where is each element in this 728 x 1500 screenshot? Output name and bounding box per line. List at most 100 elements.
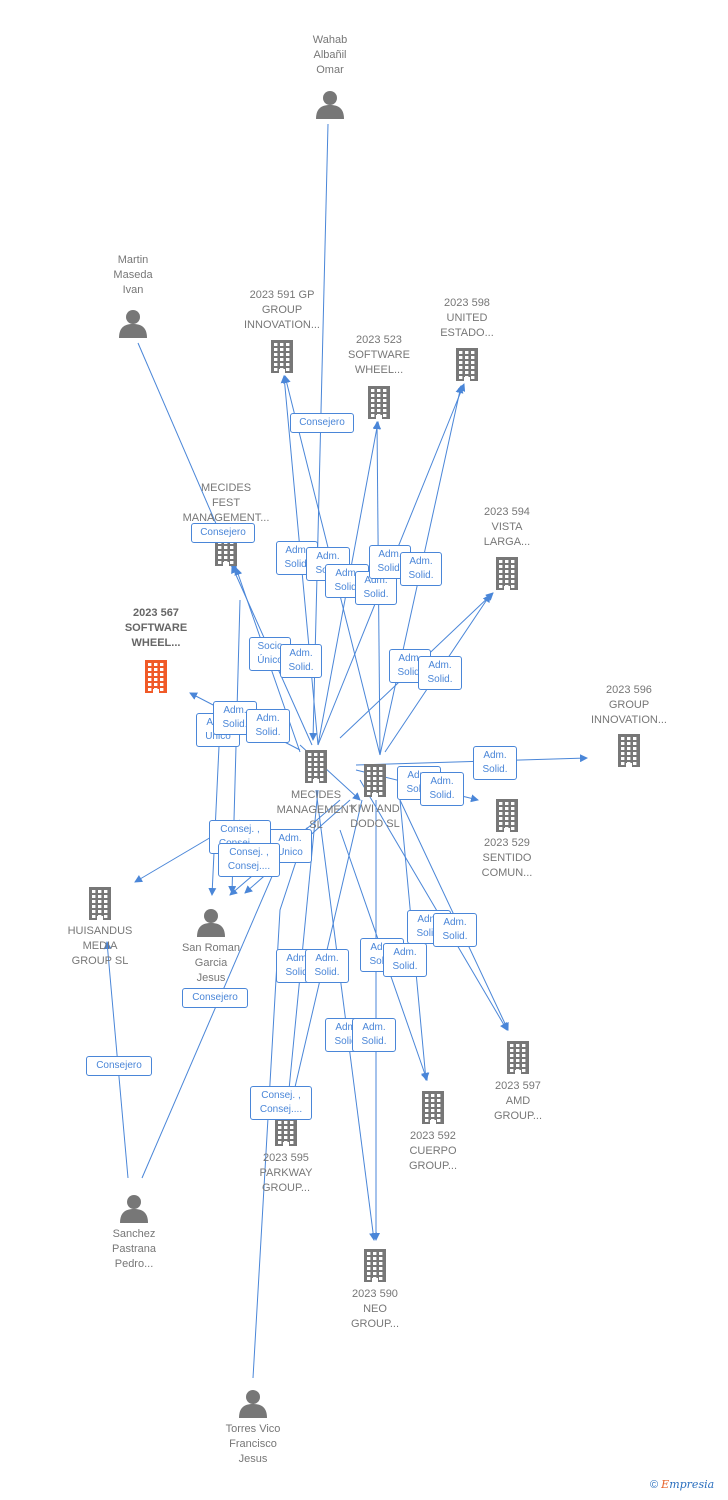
relation-label-line: Adm.: [364, 575, 388, 586]
building-icon[interactable]: [505, 1040, 531, 1079]
relation-label-line: Solid.: [397, 667, 423, 678]
building-icon[interactable]: [273, 1112, 299, 1151]
node-label-line: GROUP...: [493, 1110, 543, 1122]
relationship-edge: [284, 789, 319, 1101]
relation-label-line: Consejero: [192, 992, 238, 1003]
person-icon[interactable]: [238, 1388, 268, 1423]
relation-label-line: Solid.: [222, 719, 248, 730]
building-icon[interactable]: [616, 733, 642, 772]
building-icon[interactable]: [494, 556, 520, 595]
relation-label-line: Consej....: [259, 1104, 303, 1115]
building-icon[interactable]: [269, 339, 295, 378]
relation-label[interactable]: Consejero: [290, 413, 354, 433]
relation-label-line: Adm.: [335, 1022, 359, 1033]
building-icon[interactable]: [454, 347, 480, 386]
node-label-line: GROUP SL: [71, 955, 129, 967]
building-icon[interactable]: [303, 749, 329, 788]
relation-label-line: Adm.: [370, 942, 394, 953]
relation-label[interactable]: Adm.Solid.: [352, 1018, 396, 1052]
node-label-line: COMUN...: [481, 867, 533, 879]
person-icon[interactable]: [315, 89, 345, 124]
relation-label[interactable]: Adm.Solid.: [433, 913, 477, 947]
building-icon[interactable]: [87, 886, 113, 925]
relationship-edge: [355, 754, 588, 766]
node-label-line: Martin: [117, 254, 149, 266]
building-icon[interactable]: [143, 659, 169, 698]
building-icon[interactable]: [362, 763, 388, 802]
node-label-line: WHEEL...: [354, 364, 404, 376]
relation-label[interactable]: Adm.Solid.: [400, 552, 442, 586]
node-label-line: VISTA: [491, 521, 523, 533]
building-icon[interactable]: [362, 1248, 388, 1287]
building-icon[interactable]: [366, 385, 392, 424]
relation-label-line: Adm.: [362, 1022, 386, 1033]
node-label-line: UNITED: [446, 312, 488, 324]
node-label-line: HUISANDUS: [67, 925, 133, 937]
relation-label[interactable]: Adm.Solid.: [305, 949, 349, 983]
relation-label[interactable]: Consejero: [86, 1056, 152, 1076]
relation-label-line: Consej. ,: [261, 1090, 301, 1101]
node-label-line: PARKWAY: [259, 1167, 313, 1179]
node-label-line: Pedro...: [114, 1258, 154, 1270]
relation-label[interactable]: Adm.Solid.: [280, 644, 322, 678]
node-label-line: Jesus: [238, 1453, 268, 1465]
node-label-line: GROUP...: [408, 1160, 458, 1172]
relation-label-line: Solid.: [406, 784, 432, 795]
relation-label-line: Adm.: [316, 551, 340, 562]
building-icon[interactable]: [420, 1090, 446, 1129]
node-label-line: LARGA...: [483, 536, 531, 548]
relation-label-line: Solid.: [377, 563, 403, 574]
node-label-line: INNOVATION...: [591, 714, 667, 726]
empresia-logo[interactable]: Empresia: [661, 1478, 715, 1491]
relationship-edge: [315, 789, 378, 1241]
person-icon[interactable]: [196, 907, 226, 942]
relation-label[interactable]: Adm.Solid.: [246, 709, 290, 743]
node-label-line: SOFTWARE: [124, 622, 188, 634]
relation-label-line: Socio: [257, 641, 283, 652]
relation-label[interactable]: Consej. ,Consej....: [218, 843, 280, 877]
relation-label-line: Solid.: [392, 961, 418, 972]
relation-label[interactable]: Consej. , Consej....: [250, 1086, 312, 1120]
relation-label[interactable]: Adm.Solid.: [418, 656, 462, 690]
relation-label[interactable]: Consejero: [182, 988, 248, 1008]
person-icon[interactable]: [119, 1193, 149, 1228]
relation-label[interactable]: Adm.Solid.: [420, 772, 464, 806]
relation-label-line: Solid.: [334, 582, 360, 593]
relation-label[interactable]: Consejero: [191, 523, 255, 543]
node-label-line: GROUP...: [261, 1182, 311, 1194]
node-label-line: SL: [309, 819, 323, 831]
relation-label-line: Adm.: [289, 648, 313, 659]
node-label-line: Sanchez: [112, 1228, 156, 1240]
node-label-line: MECIDES: [200, 482, 252, 494]
building-icon[interactable]: [494, 798, 520, 837]
copyright-symbol: ©: [650, 1479, 659, 1491]
relation-label[interactable]: Adm.Solid.: [473, 746, 517, 780]
node-label-line: WHEEL...: [131, 637, 181, 649]
relation-label[interactable]: Adm.Solid.: [383, 943, 427, 977]
node-label-line: MECIDES: [290, 789, 342, 801]
relation-label-line: Solid.: [429, 790, 455, 801]
node-label-line: 2023 592: [410, 1130, 456, 1142]
person-icon[interactable]: [118, 308, 148, 343]
relation-label-line: Unico: [277, 847, 303, 858]
